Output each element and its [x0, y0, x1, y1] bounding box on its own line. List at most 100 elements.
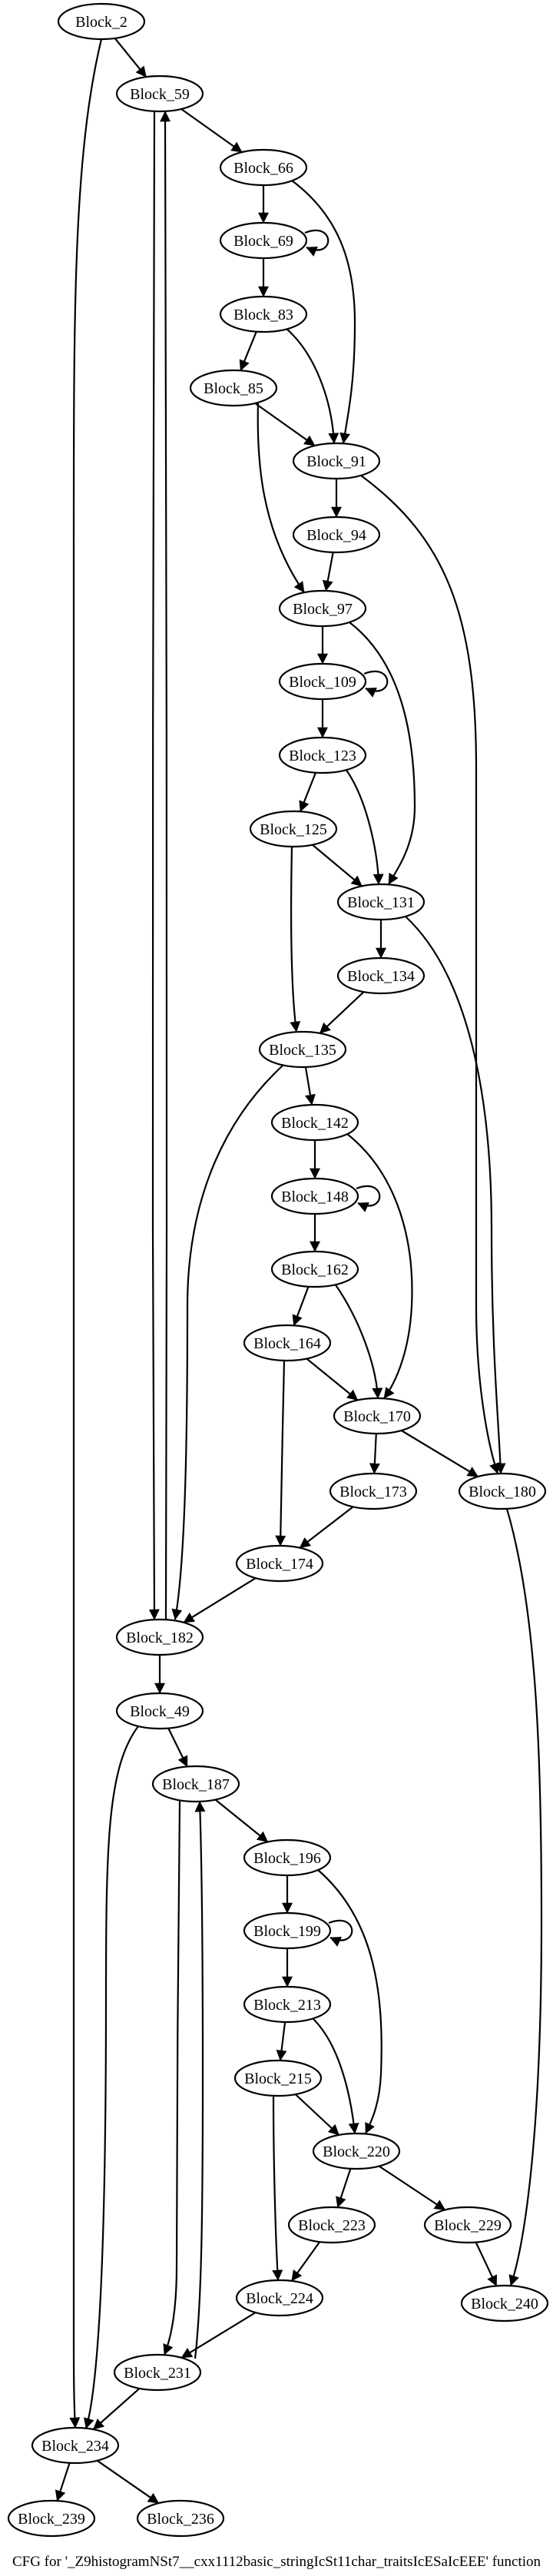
edge-block-69-to-block-69: [304, 229, 329, 257]
node-ellipse: [136, 2499, 225, 2538]
node-block-174: Block_174: [235, 1544, 324, 1583]
node-ellipse: [278, 736, 367, 774]
node-block-182: Block_182: [115, 1618, 204, 1656]
node-label: Block_229: [434, 2217, 502, 2234]
edge-block-2-to-block-59: [114, 38, 147, 78]
node-ellipse: [31, 2426, 120, 2465]
node-ellipse: [258, 1030, 347, 1069]
node-ellipse: [235, 1544, 324, 1583]
edge-block-49-to-block-187: [167, 1728, 188, 1768]
node-ellipse: [113, 2353, 202, 2392]
node-block-180: Block_180: [458, 1472, 547, 1510]
node-label: Block_224: [246, 2290, 313, 2307]
edge-block-85-to-block-91: [254, 403, 316, 446]
node-label: Block_97: [293, 601, 353, 618]
node-block-85: Block_85: [189, 369, 278, 407]
node-label: Block_223: [298, 2217, 366, 2234]
node-block-94: Block_94: [292, 516, 381, 554]
node-block-148: Block_148: [270, 1177, 359, 1215]
edge-block-215-to-block-220: [294, 2094, 340, 2136]
edge-block-231-to-block-234: [92, 2388, 141, 2430]
edge-block-173-to-block-174: [299, 1506, 354, 1549]
node-block-164: Block_164: [243, 1324, 332, 1362]
node-label: Block_174: [246, 1556, 313, 1573]
node-ellipse: [233, 2059, 323, 2097]
edge-block-220-to-block-229: [378, 2165, 446, 2211]
node-block-123: Block_123: [278, 736, 367, 774]
node-ellipse: [7, 2499, 96, 2538]
node-block-131: Block_131: [336, 883, 426, 921]
node-label: Block_125: [260, 821, 327, 838]
node-ellipse: [243, 1838, 332, 1877]
node-label: Block_170: [343, 1408, 411, 1425]
edge-block-125-to-block-135: [290, 846, 301, 1033]
node-label: Block_123: [289, 748, 356, 764]
edge-block-187-to-block-231: [163, 1800, 181, 2356]
edge-block-229-to-block-240: [475, 2242, 498, 2287]
node-block-229: Block_229: [423, 2206, 512, 2244]
node-label: Block_164: [253, 1335, 321, 1352]
node-label: Block_142: [281, 1115, 349, 1132]
node-ellipse: [189, 369, 278, 407]
node-block-223: Block_223: [287, 2206, 376, 2244]
node-label: Block_83: [233, 307, 293, 323]
node-block-170: Block_170: [333, 1397, 422, 1435]
node-ellipse: [287, 2206, 376, 2244]
node-label: Block_49: [130, 1703, 190, 1720]
edge-block-109-to-block-109: [363, 670, 389, 698]
node-label: Block_59: [130, 86, 190, 103]
graph-caption: CFG for '_Z9histogramNSt7__cxx1112basic_…: [12, 2554, 541, 2570]
edge-block-164-to-block-170: [306, 1358, 359, 1401]
node-ellipse: [336, 956, 426, 995]
edges: [55, 38, 543, 2505]
node-ellipse: [270, 1103, 359, 1142]
node-block-2: Block_2: [57, 2, 146, 41]
node-label: Block_196: [253, 1850, 321, 1867]
node-label: Block_2: [75, 14, 127, 31]
edge-block-66-to-block-91: [291, 180, 356, 444]
node-block-234: Block_234: [31, 2426, 120, 2465]
edge-block-135-to-block-142: [304, 1066, 316, 1106]
node-label: Block_94: [306, 527, 366, 544]
node-ellipse: [115, 1692, 204, 1730]
node-ellipse: [115, 75, 204, 113]
node-label: Block_69: [233, 233, 293, 250]
edge-block-224-to-block-231: [180, 2312, 257, 2359]
node-label: Block_213: [253, 1997, 321, 2014]
edge-block-196-to-block-220: [317, 1869, 382, 2134]
node-block-199: Block_199: [243, 1911, 332, 1950]
node-ellipse: [278, 662, 367, 701]
node-ellipse: [270, 1250, 359, 1288]
node-block-162: Block_162: [270, 1250, 359, 1288]
edge-block-125-to-block-131: [312, 844, 363, 887]
node-ellipse: [278, 589, 367, 628]
node-block-66: Block_66: [219, 148, 308, 187]
node-label: Block_180: [469, 1484, 536, 1500]
node-label: Block_239: [18, 2511, 85, 2528]
edge-block-234-to-block-239: [55, 2462, 71, 2501]
node-label: Block_187: [162, 1776, 230, 1793]
node-ellipse: [329, 1472, 418, 1510]
node-ellipse: [292, 516, 381, 554]
node-label: Block_131: [347, 894, 415, 911]
node-block-83: Block_83: [219, 295, 308, 333]
node-label: Block_234: [41, 2438, 109, 2455]
node-ellipse: [235, 2279, 324, 2317]
edge-block-187-to-block-196: [214, 1799, 269, 1843]
edge-block-94-to-block-97: [322, 552, 334, 592]
node-ellipse: [292, 442, 381, 480]
node-ellipse: [333, 1397, 422, 1435]
edge-block-170-to-block-180: [401, 1430, 478, 1477]
nodes: Block_2Block_59Block_66Block_69Block_83B…: [7, 2, 549, 2538]
edge-block-223-to-block-224: [290, 2241, 321, 2282]
node-ellipse: [249, 810, 338, 848]
edge-block-59-to-block-182: [148, 111, 160, 1620]
node-ellipse: [243, 1985, 332, 2024]
edge-block-123-to-block-125: [299, 772, 317, 812]
node-block-125: Block_125: [249, 810, 338, 848]
node-label: Block_91: [306, 453, 366, 470]
node-block-49: Block_49: [115, 1692, 204, 1730]
node-ellipse: [336, 883, 426, 921]
node-label: Block_134: [347, 968, 415, 985]
